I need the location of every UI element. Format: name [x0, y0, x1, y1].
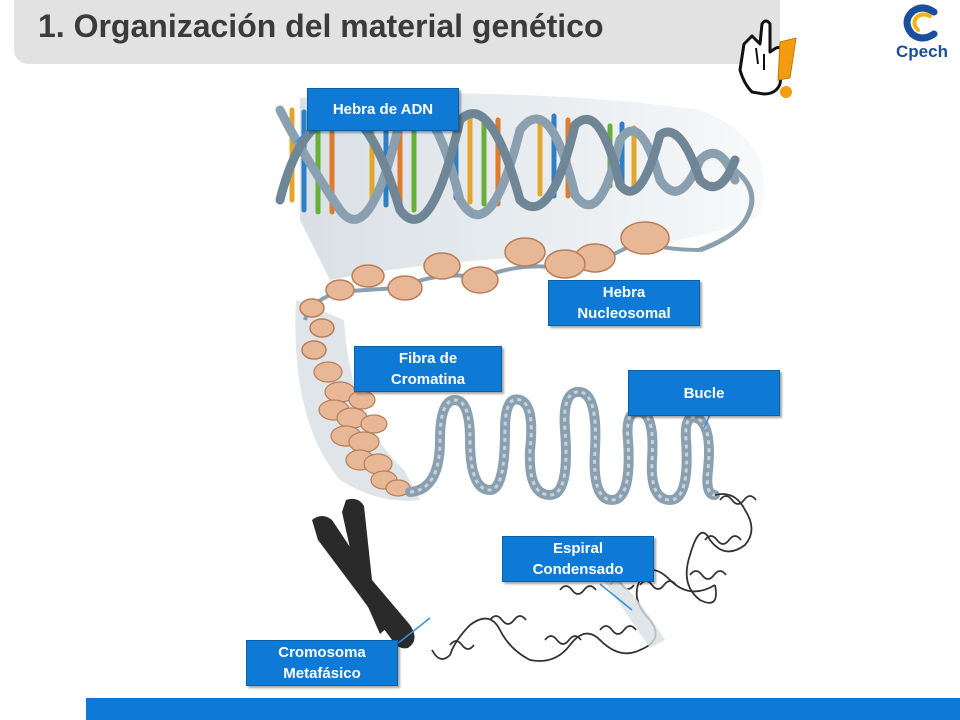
cpech-logo-icon: Cpech: [890, 4, 954, 68]
chromatin-fiber: [313, 361, 411, 497]
spiral-magnifier: [605, 575, 665, 648]
nucleosome-strand: [299, 221, 701, 360]
chromosome-pointer-line: [391, 617, 431, 649]
dna-backbone-1: [275, 105, 740, 224]
hand-pointer-exclamation-icon: [738, 19, 797, 98]
label-cromosoma-metafasico: Cromosoma Metafásico: [246, 640, 398, 686]
looped-domain-texture: [409, 390, 716, 502]
label-fibra-cromatina: Fibra de Cromatina: [354, 346, 502, 392]
label-espiral-condensado: Espiral Condensado: [502, 536, 654, 582]
metaphase-chromosome: [312, 498, 415, 649]
dna-backbone-2: [275, 109, 740, 224]
title-bar: 1. Organización del material genético: [14, 0, 780, 64]
label-hebra-adn: Hebra de ADN: [307, 88, 459, 131]
label-hebra-nucleosomal: Hebra Nucleosomal: [548, 280, 700, 326]
dna-tail: [699, 168, 755, 253]
logo-mark-icon: [903, 4, 938, 42]
adn-pointer-line: [295, 129, 309, 143]
logo-text: Cpech: [896, 42, 948, 61]
page-title: 1. Organización del material genético: [38, 8, 604, 44]
label-bucle: Bucle: [628, 370, 780, 416]
spiral-pointer-line: [599, 583, 633, 611]
footer-bar: [86, 698, 960, 720]
